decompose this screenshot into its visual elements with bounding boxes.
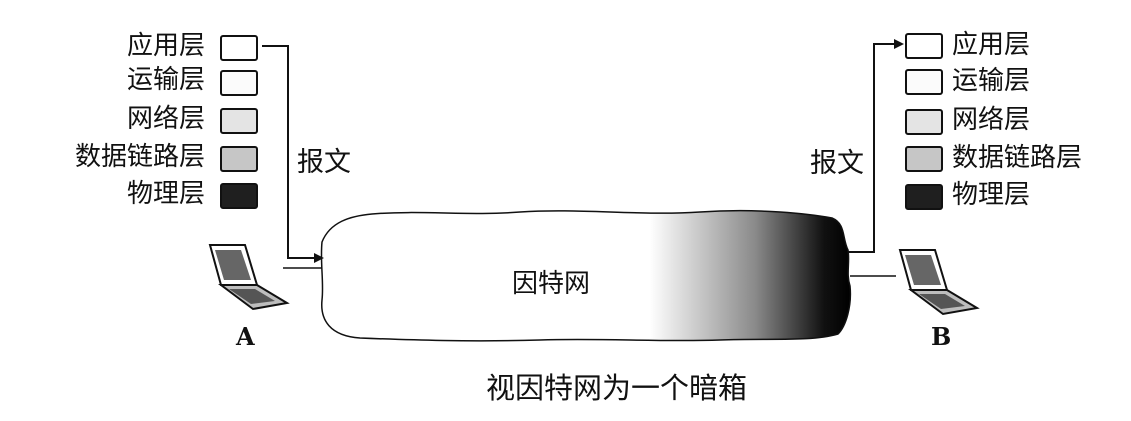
internet-label: 因特网 (512, 269, 591, 299)
right-layer-application-label: 应用层 (952, 30, 1031, 60)
right-layer-network-box (905, 109, 943, 135)
figure-caption: 视因特网为一个暗箱 (486, 371, 748, 405)
left-message-arrow (262, 45, 324, 263)
right-layer-transport-label: 运输层 (952, 66, 1031, 96)
right-layer-physical-box (905, 184, 943, 210)
right-layer-network-label: 网络层 (952, 105, 1031, 135)
right-layer-datalink-box (905, 146, 943, 172)
left-layer-transport-box (220, 70, 258, 96)
left-message-label: 报文 (297, 147, 351, 178)
host-b-label: B (931, 322, 952, 351)
left-layer-physical-label: 物理层 (126, 179, 205, 209)
left-layer-application-label: 应用层 (126, 31, 205, 61)
left-layer-network-box (220, 108, 258, 134)
right-layer-datalink-label: 数据链路层 (952, 143, 1083, 173)
right-layer-physical-label: 物理层 (952, 180, 1031, 210)
right-layer-application-box (905, 33, 943, 59)
laptop-b-icon (898, 249, 980, 316)
right-message-label: 报文 (810, 148, 864, 179)
internet-cloud (320, 209, 852, 342)
left-layer-physical-box (220, 183, 258, 209)
right-message-arrow (848, 39, 904, 253)
left-layer-network-label: 网络层 (126, 104, 205, 134)
left-layer-datalink-box (220, 146, 258, 172)
left-layer-datalink-label: 数据链路层 (74, 142, 205, 172)
host-a-label: A (236, 322, 255, 351)
left-layer-application-box (220, 35, 258, 61)
laptop-a-icon (208, 244, 290, 311)
left-layer-transport-label: 运输层 (126, 65, 205, 95)
right-layer-transport-box (905, 69, 943, 95)
